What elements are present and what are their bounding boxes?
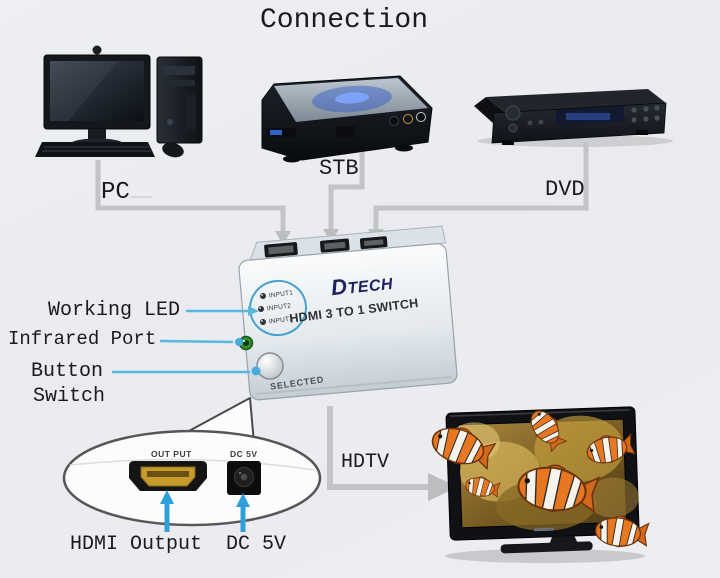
pc-label: PC: [101, 179, 130, 206]
hdtv-arrow-icon: [428, 473, 458, 501]
pc-image: [35, 45, 203, 158]
button-pointer-dot: [251, 366, 261, 376]
annotation-lines: [112, 309, 250, 374]
pc-arrow-icon: [275, 231, 291, 245]
hdmi-output-port-icon: [129, 461, 207, 491]
stb-image: [261, 75, 433, 163]
rear-panel-callout: [62, 429, 322, 527]
rear-output-port-label: OUT PUT: [151, 449, 192, 459]
infrared-port-icon: [238, 335, 254, 351]
dc-power-label: DC 5V: [226, 533, 287, 556]
stb-to-switch-line: [328, 152, 365, 231]
button-switch-label-line1: Button: [31, 360, 104, 383]
pc-to-switch-line: [95, 160, 286, 233]
diagram-title: Connection: [259, 5, 429, 36]
rear-dc-port-label: DC 5V: [230, 449, 258, 459]
hdmi-switch-image: [238, 225, 458, 401]
switch-to-hdtv-line: [327, 406, 432, 490]
working-led-pointer-icon: [248, 306, 259, 316]
infrared-pointer-dot: [235, 338, 243, 346]
infrared-port-label: Infrared Port: [8, 328, 157, 350]
hdtv-label: HDTV: [341, 451, 390, 474]
dc-arrow-icon: [236, 493, 250, 507]
button-switch-label-line2: Switch: [33, 385, 106, 408]
dvd-to-switch-line: [373, 142, 589, 231]
dc-power-jack-icon: [227, 461, 261, 495]
callout-up-arrows: [164, 503, 246, 532]
hdmi-output-arrow-icon: [160, 490, 174, 504]
select-button-icon: [256, 352, 284, 380]
stb-label: STB: [319, 156, 359, 181]
input-led-dots: [258, 293, 266, 325]
hdmi-output-label: HDMI Output: [70, 533, 203, 556]
working-led-label: Working LED: [48, 299, 181, 322]
dvd-image: [474, 89, 673, 147]
hdtv-image: [427, 405, 649, 563]
dvd-label: DVD: [545, 177, 585, 202]
